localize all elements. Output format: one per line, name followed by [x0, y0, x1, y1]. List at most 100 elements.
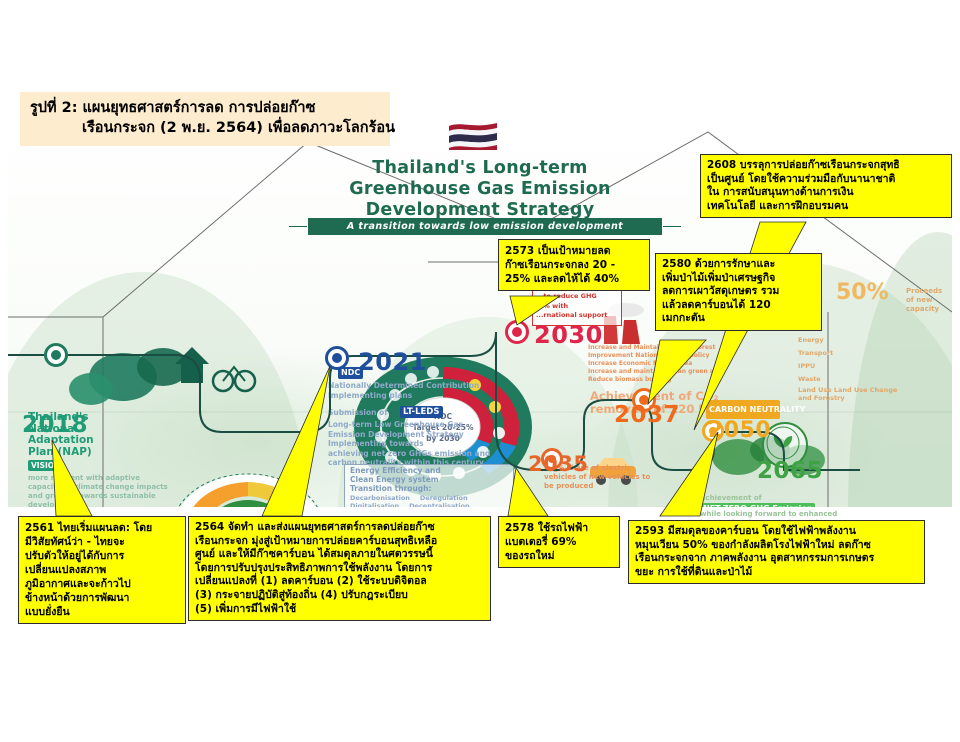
- sector-column-item-5: Land Use Land Use Change and Forestry: [798, 386, 898, 402]
- callout-2564-line-6: (3) กระจายปฏิบัติสู่ท้องถิ่น (4) ปรับกฎร…: [195, 588, 408, 601]
- renewable-capacity-note: Proceeds of new capacity: [906, 287, 942, 314]
- carbon-neutrality-tag: CARBON NEUTRALITY: [706, 400, 805, 419]
- ltleds-body-line-5: carbon neutrality within this century: [328, 458, 484, 467]
- callout-2564-line-3: ศูนย์ และให้มีก๊าซคาร์บอน ได้สมดุลภายในศ…: [195, 548, 433, 561]
- callout-2561-line-5: ภูมิอากาศและจะก้าวไป: [25, 578, 131, 590]
- timeline-node-2035-dot: [548, 455, 556, 463]
- energy-efficiency-panel: [344, 464, 514, 507]
- callout-2573-line-2: ก๊าซเรือนกระจกลง 20 -: [505, 259, 616, 271]
- sector-column-list: Energy Transport IPPU Waste Land Use Lan…: [798, 334, 908, 402]
- ndc-support-line-2: ...% with: [536, 301, 569, 310]
- callout-2608-line-2: เป็นศูนย์ โดยใช้ความร่วมมือกับนานาชาติ: [707, 172, 896, 185]
- sector-column-item-4: Waste: [798, 375, 821, 383]
- forest-measure-3: Increase Economic Forest Area: [588, 360, 693, 367]
- timeline-year-2037: 2037: [614, 402, 681, 428]
- callout-2561-line-3: ปรับตัวให้อยู่ได้กับการ: [25, 550, 125, 562]
- energy-panel-title: Energy Efficiency and Clean Energy syste…: [350, 466, 441, 493]
- energy-panel-item-1: Decarbonisation: [350, 494, 410, 502]
- callout-2578-line-2: แบตเตอรี่ 69%: [505, 536, 577, 548]
- callout-2573-line-1: 2573 เป็นเป้าหมายลด: [505, 245, 611, 257]
- ndc-support-line-1: ...to reduce GHG: [536, 292, 597, 300]
- ndc-body-block: Nationally Determined Contribution Imple…: [328, 381, 479, 400]
- timeline-year-2050: 2050: [708, 418, 772, 443]
- energy-panel-title-line-2: Clean Energy system: [350, 475, 439, 484]
- ltleds-body-line-3: Implementing towards: [328, 439, 424, 448]
- ltleds-body-line-4: achieving net zero GHGs emission and: [328, 448, 491, 458]
- callout-2564: 2564 จัดทำ และส่งแผนยุทธศาสตร์การลดปล่อย…: [188, 516, 491, 622]
- energy-panel-item-3: Digitalisation: [350, 502, 400, 507]
- energy-panel-item-4: Decentralisation: [409, 502, 470, 507]
- callout-2564-line-2: เรือนกระจก มุ่งสู่เป้าหมายการปล่อยคาร์บอ…: [195, 534, 438, 547]
- callout-2593-line-4: ขยะ การใช้ที่ดินและป่าไม้: [635, 565, 753, 578]
- pct-badge-50: 50%: [836, 280, 889, 305]
- callout-2580: 2580 ด้วยการรักษาและ เพิ่มป่าไม้เพิ่มป่า…: [655, 253, 822, 331]
- callout-2593-line-3: เรือนกระจกจาก ภาคพลังงาน อุตสาหกรรมการเก…: [635, 552, 875, 565]
- callout-2561-line-2: มีวิสัยทัศน์ว่า - ไทยจะ: [25, 536, 125, 548]
- energy-panel-title-line-3: Transition through:: [350, 484, 432, 493]
- ltleds-body-line-1: Long-term Low Greenhouse Gas: [328, 420, 464, 429]
- callout-2573-line-3: 25% และลดไห้ได้ 40%: [505, 273, 619, 285]
- timeline-node-2030[interactable]: [505, 320, 529, 344]
- poster-heading-line-3: Development Strategy: [365, 200, 595, 220]
- nap-body-block: more resilient with adaptive capacity to…: [28, 474, 168, 507]
- callout-2608-line-3: ใน การสนับสนุนทางด้านการเงิน: [707, 186, 854, 198]
- timeline-node-2021-dot: [332, 353, 342, 363]
- nap-title-line-4: Plan (NAP): [28, 445, 92, 458]
- poster-heading: Thailand's Long-term Greenhouse Gas Emis…: [330, 158, 630, 221]
- ndc-support-note: ...to reduce GHG ...% with ...rnational …: [536, 292, 608, 321]
- callout-2608-line-1: 2608 บรรลุการปล่อยก๊าซเรือนกระจกสุทธิ: [707, 159, 900, 171]
- renewable-capacity-line-2: of new: [906, 296, 933, 304]
- callout-2561: 2561 ไทยเริ่มแผนลด: โดย มีวิสัยทัศน์ว่า …: [18, 516, 186, 624]
- callout-2580-line-1: 2580 ด้วยการรักษาและ: [662, 258, 776, 270]
- forest-measure-4: Increase and maintain Urban green area: [588, 368, 725, 375]
- energy-panel-items: Decarbonisation Deregulation Digitalisat…: [350, 494, 510, 507]
- callout-2578-line-3: ของรถใหม่: [505, 550, 555, 562]
- callout-2561-line-4: เปลี่ยนแปลงสภาพ: [25, 564, 107, 576]
- callout-2573: 2573 เป็นเป้าหมายลด ก๊าซเรือนกระจกลง 20 …: [498, 239, 650, 291]
- ltleds-pre-label: Submission of: [328, 408, 388, 417]
- ndc-body-line-2: Implementing plans: [328, 390, 413, 400]
- callout-2580-line-5: เมกกะตัน: [662, 312, 705, 324]
- callout-2580-line-3: ลดการเผาวัสดุเกษตร รวม: [662, 285, 780, 297]
- callout-2578: 2578 ใช้รถไฟฟ้า แบตเตอรี่ 69% ของรถใหม่: [498, 516, 620, 568]
- callout-2564-line-1: 2564 จัดทำ และส่งแผนยุทธศาสตร์การลดปล่อย…: [195, 521, 435, 533]
- forest-measures-list: Increase and Maintain Primary Forest Imp…: [588, 344, 725, 384]
- callout-2561-line-7: แบบยั่งยืน: [25, 606, 70, 618]
- forest-measure-1: Increase and Maintain Primary Forest: [588, 344, 716, 351]
- timeline-year-2030: 2030: [534, 321, 603, 349]
- callout-2564-line-4: โดยการปรับปรุงประสิทธิภาพการใช้พลังงาน โ…: [195, 561, 433, 574]
- figure-title-line-2: เรือนกระจก (2 พ.ย. 2564) เพื่อลดภาวะโลกร…: [82, 120, 395, 136]
- poster-subtitle: A transition towards low emission develo…: [289, 218, 681, 235]
- nap-body-line-4: development: [28, 501, 80, 507]
- nap-body-line-3: and growth towards sustainable: [28, 492, 156, 500]
- sector-wheel-chart: [168, 472, 328, 507]
- donut-center-label-3: by 2030: [426, 434, 460, 443]
- netzero-tag: NET-ZERO GHG Emission: [700, 503, 816, 507]
- ev-share-line-3: be produced: [544, 482, 594, 490]
- sector-column-item-2: Transport: [798, 349, 834, 357]
- figure-title-banner: รูปที่ 2: แผนยุทธศาสตร์การลด การปล่อยก๊า…: [20, 92, 395, 146]
- timeline-node-2018-dot: [51, 350, 61, 360]
- ltleds-body-block: Long-term Low Greenhouse Gas Emission De…: [328, 420, 490, 468]
- timeline-node-2037-dot: [639, 395, 649, 405]
- timeline-node-2021[interactable]: [325, 346, 349, 370]
- callout-2593-line-2: หมุนเวียน 50% ของกำลังผลิตโรงไฟฟ้าใหม่ ล…: [635, 538, 871, 551]
- timeline-year-2035: 2035: [528, 452, 589, 476]
- callout-2593: 2593 มีสมดุลของคาร์บอน โดยใช้ไฟฟ้าพลังงา…: [628, 520, 925, 585]
- ltleds-tag: LT-LEDS: [400, 406, 443, 418]
- renewable-capacity-line-3: capacity: [906, 305, 940, 313]
- energy-panel-item-2: Deregulation: [419, 494, 468, 502]
- sector-column-item-1: Energy: [798, 336, 824, 344]
- timeline-node-2018[interactable]: [44, 343, 68, 367]
- timeline-node-2035[interactable]: [541, 448, 563, 470]
- nap-vision-tag: VISION: [28, 460, 64, 471]
- callout-2580-line-4: แล้วลดคาร์บอนได้ 120: [662, 298, 771, 311]
- callout-2561-line-6: ข้างหน้าด้วยการพัฒนา: [25, 592, 130, 604]
- nap-body-line-2: capacity to climate change impacts: [28, 483, 168, 491]
- callout-2564-line-5: เปลี่ยนแปลงที่ (1) ลดคาร์บอน (2) ใช้ระบบ…: [195, 575, 427, 588]
- ndc-body-line-1: Nationally Determined Contribution: [328, 381, 480, 390]
- forest-measure-2: Improvement National Forest policy: [588, 352, 710, 359]
- timeline-year-2021: 2021: [358, 348, 427, 376]
- callout-2608: 2608 บรรลุการปล่อยก๊าซเรือนกระจกสุทธิ เป…: [700, 154, 952, 218]
